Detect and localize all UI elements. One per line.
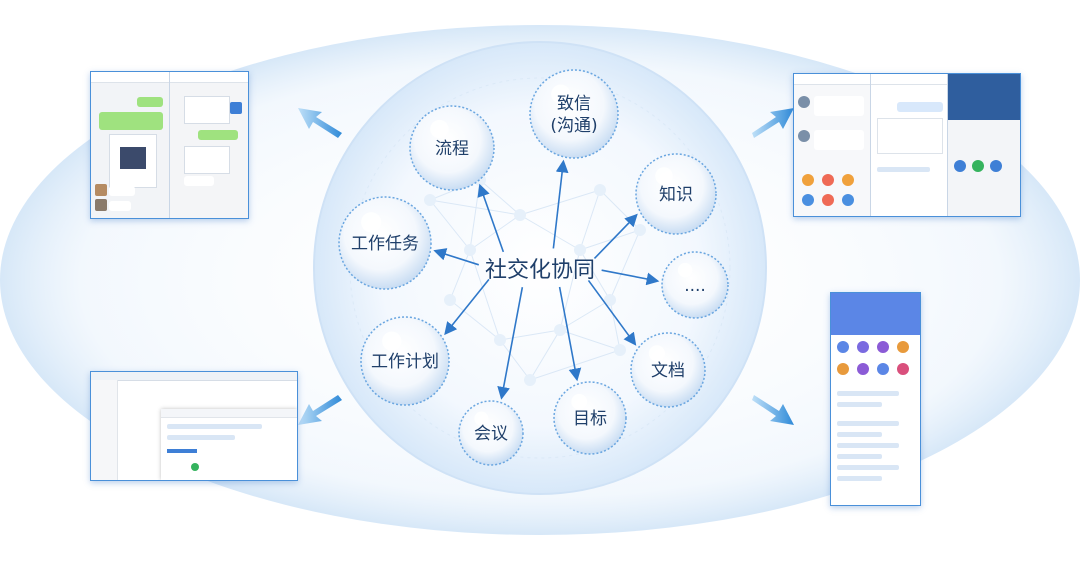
bubble-label-huiyi: 会议	[474, 424, 508, 444]
bubble-zhishi: 知识	[635, 153, 717, 235]
bubble-liucheng: 流程	[409, 105, 495, 191]
bubble-label-zhishi: 知识	[659, 185, 693, 205]
center-label: 社交化协同	[485, 258, 595, 283]
side-arrows	[298, 108, 794, 425]
bubble-zhixin: 致信(沟通)	[529, 69, 619, 159]
arrow-to-zhishi	[593, 213, 638, 259]
bubble-label-more: ....	[684, 276, 706, 296]
arrow-top-left	[298, 108, 342, 138]
arrow-to-liucheng	[477, 183, 505, 253]
arrow-to-wendang	[587, 279, 637, 346]
bubble-label-gongzuojihua: 工作计划	[371, 352, 439, 372]
arrow-to-gongzuojihua	[444, 278, 490, 336]
bubble-label-mubiao: 目标	[573, 409, 607, 429]
bubble-label-liucheng: 流程	[435, 139, 469, 159]
bubble-label-zhixin: (沟通)	[550, 116, 597, 136]
chat-screenshot	[90, 71, 249, 219]
arrow-bottom-left	[298, 395, 342, 425]
bubble-wendang: 文档	[630, 332, 706, 408]
bubble-label-zhixin: 致信	[557, 94, 591, 114]
arrow-to-more	[601, 269, 660, 286]
arrow-to-gongzuorenwu	[433, 248, 480, 266]
web-task-panel-screenshot	[90, 371, 298, 481]
bubble-mubiao: 目标	[553, 381, 627, 455]
arrow-to-huiyi	[497, 287, 524, 400]
arrow-to-zhixin	[552, 159, 569, 249]
bubble-more: ....	[661, 251, 729, 319]
arrow-top-right	[752, 108, 794, 138]
arrow-to-mubiao	[558, 286, 582, 382]
workflow-screenshot	[793, 73, 1021, 217]
bubble-gongzuorenwu: 工作任务	[338, 196, 432, 290]
bubble-label-wendang: 文档	[651, 361, 685, 381]
document-center-screenshot	[830, 292, 921, 506]
bubble-huiyi: 会议	[458, 400, 524, 466]
bubble-gongzuojihua: 工作计划	[360, 316, 450, 406]
arrow-bottom-right	[752, 395, 794, 425]
bubble-label-gongzuorenwu: 工作任务	[351, 234, 419, 254]
arrow-spokes	[433, 159, 660, 400]
